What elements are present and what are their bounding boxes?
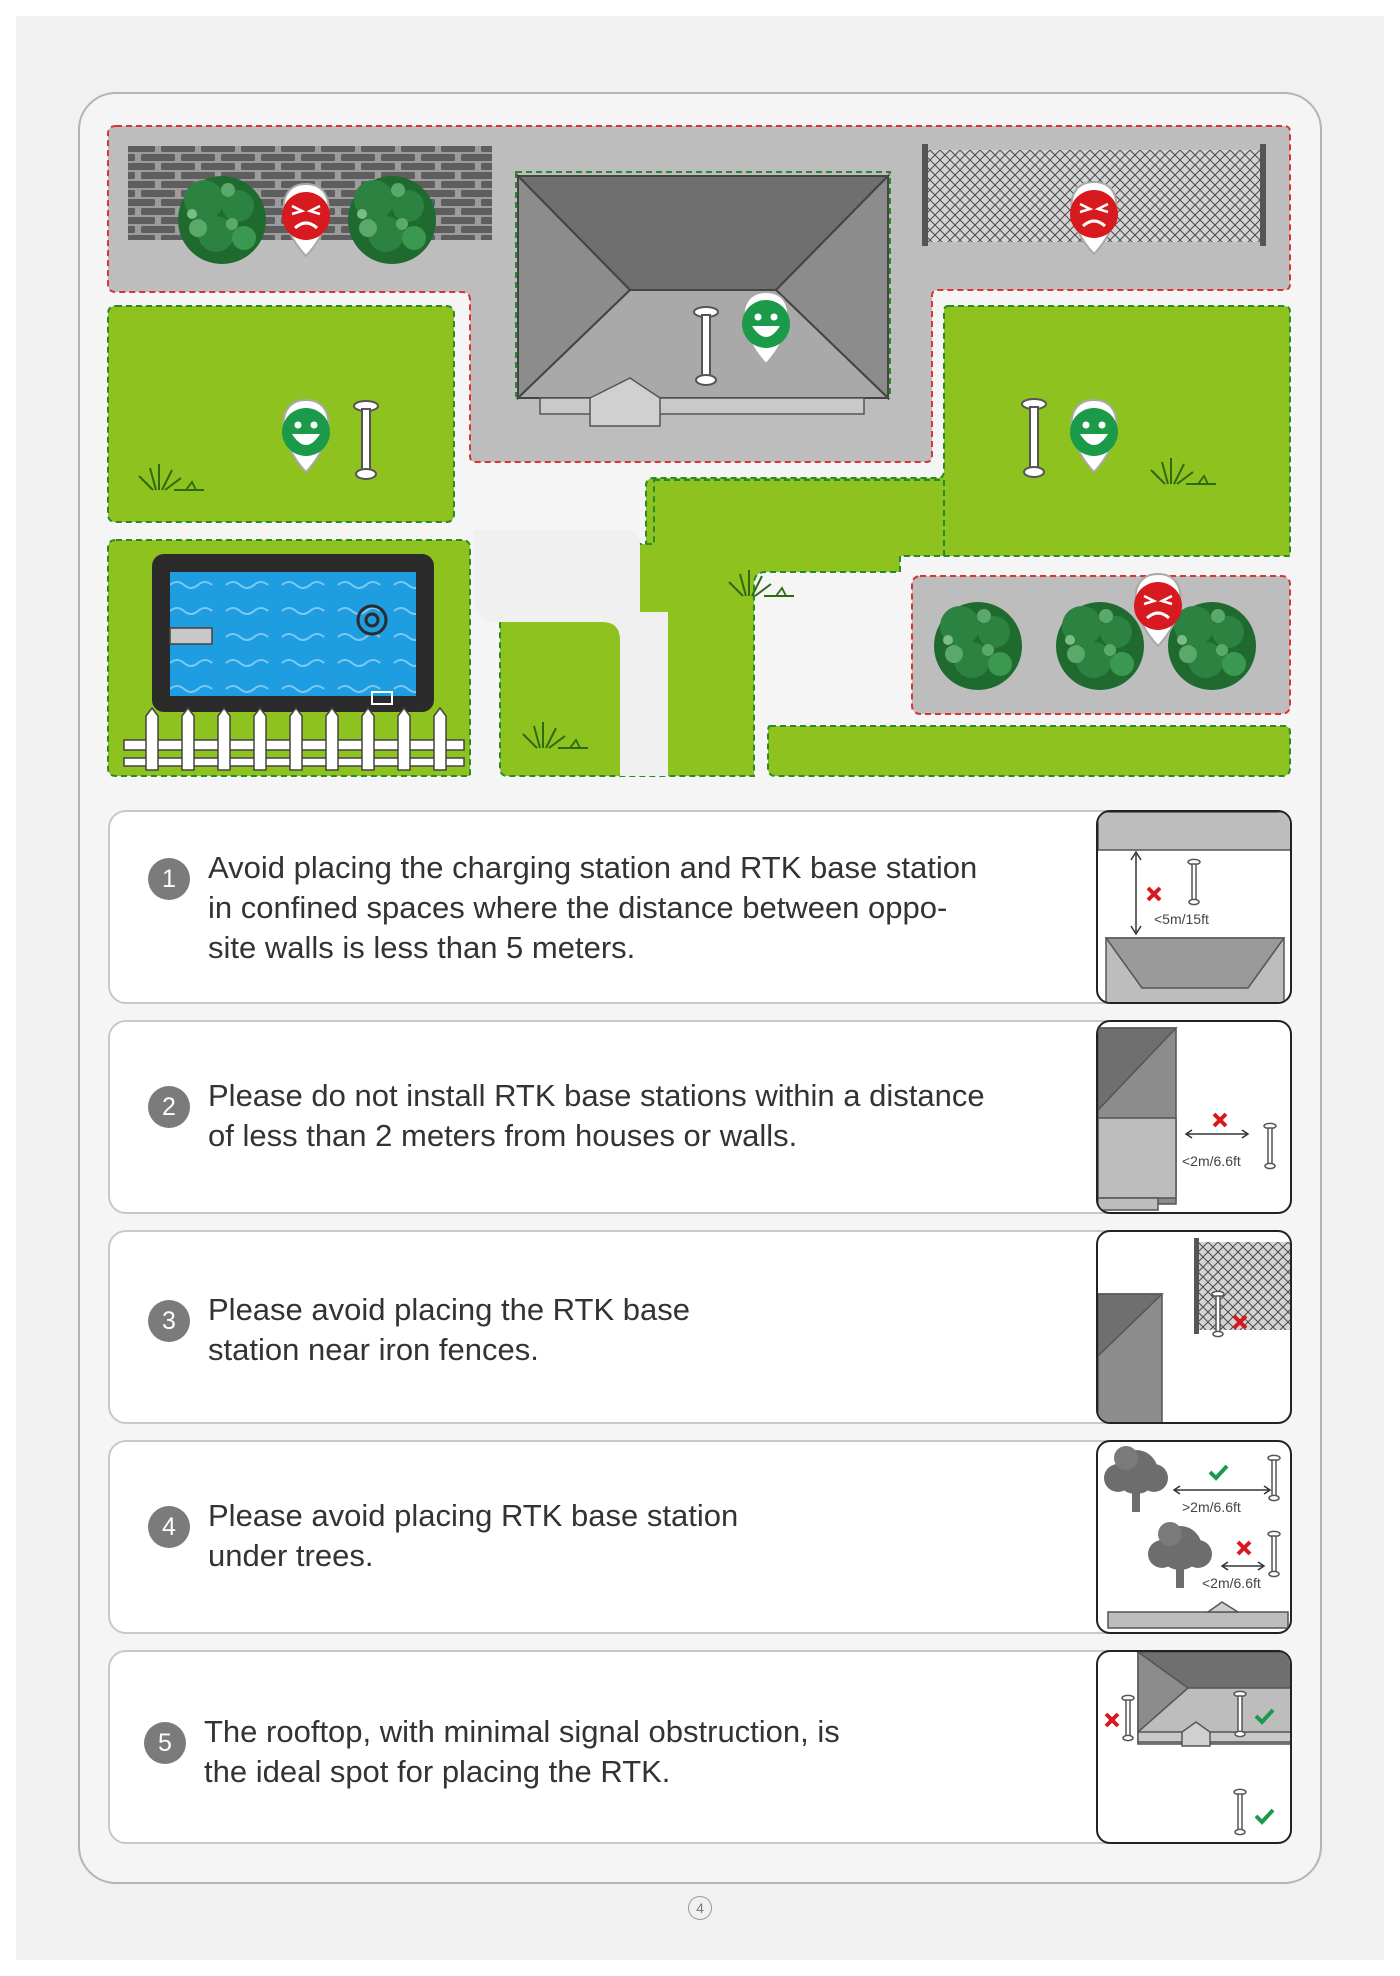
tip-number-badge: 5 — [144, 1722, 186, 1764]
tip-text: Avoid placing the charging station and R… — [208, 850, 978, 965]
tip-text: The rooftop, with minimal signal obstruc… — [204, 1714, 840, 1789]
tip-card-3: 3 Please avoid placing the RTK base stat… — [108, 1230, 1292, 1424]
tip-card-4: 4 Please avoid placing RTK base station … — [108, 1440, 1292, 1634]
tip-card-5: 5 The rooftop, with minimal signal obstr… — [108, 1650, 1292, 1844]
tip-number-badge: 1 — [148, 858, 190, 900]
tip-thumbnail-iron-fence — [1096, 1230, 1292, 1424]
bush-icon — [178, 176, 266, 264]
distance-label: <5m/15ft — [1154, 911, 1209, 927]
bush-icon — [934, 602, 1022, 690]
tip-number-badge: 2 — [148, 1086, 190, 1128]
tip-thumbnail-rooftop — [1096, 1650, 1292, 1844]
tip-text: Please do not install RTK base stations … — [208, 1078, 985, 1153]
tip-thumbnail-house-distance: <2m/6.6ft — [1096, 1020, 1292, 1214]
tip-thumbnail-confined-space: <5m/15ft — [1096, 810, 1292, 1004]
yard-map-illustration — [107, 125, 1291, 777]
footpath — [454, 530, 668, 776]
swimming-pool — [152, 554, 434, 712]
tip-card-2: 2 Please do not install RTK base station… — [108, 1020, 1292, 1214]
bush-icon — [1056, 602, 1144, 690]
tree-icon — [1104, 1446, 1168, 1512]
house-roof — [515, 171, 891, 427]
tip-number-badge: 4 — [148, 1506, 190, 1548]
distance-bad-label: <2m/6.6ft — [1202, 1575, 1261, 1591]
page-number: 4 — [688, 1896, 712, 1920]
distance-ok-label: >2m/6.6ft — [1182, 1499, 1241, 1515]
tip-thumbnail-trees: >2m/6.6ft <2m/6.6ft — [1096, 1440, 1292, 1634]
tip-text: Please avoid placing the RTK base statio… — [208, 1292, 690, 1367]
tip-text: Please avoid placing RTK base station un… — [208, 1498, 739, 1573]
tip-card-1: 1 Avoid placing the charging station and… — [108, 810, 1292, 1004]
tip-number-badge: 3 — [148, 1300, 190, 1342]
bush-icon — [348, 176, 436, 264]
distance-label: <2m/6.6ft — [1182, 1153, 1241, 1169]
picket-fence — [123, 706, 465, 771]
bush-icon — [1168, 602, 1256, 690]
lawn-bottom-right — [767, 725, 1291, 777]
